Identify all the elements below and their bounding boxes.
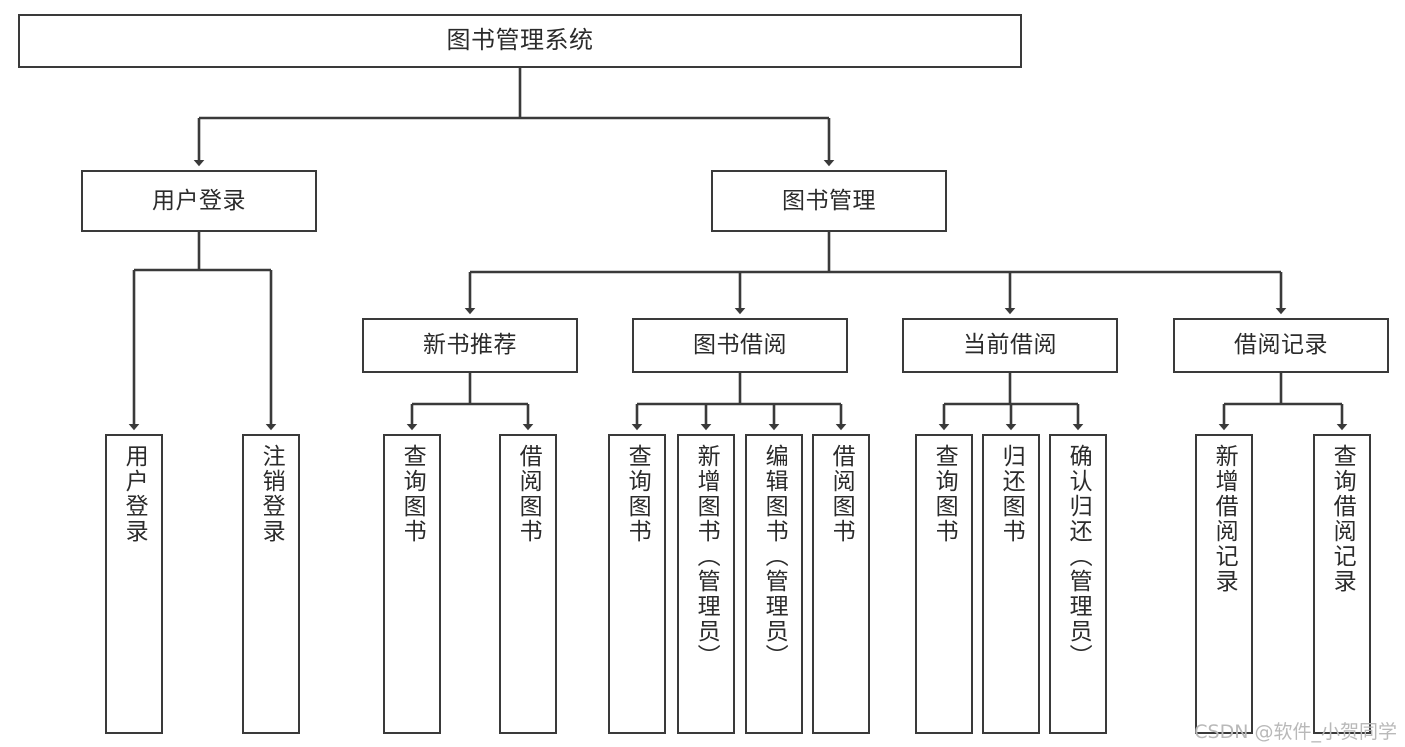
- leaf-label: 借阅图书: [828, 444, 855, 544]
- leaf-label: 确认归还（管理员）: [1065, 444, 1092, 669]
- node-root[interactable]: 图书管理系统: [18, 14, 1022, 68]
- leaf-current-return-book[interactable]: 归还图书: [982, 434, 1040, 734]
- leaf-borrow-edit-book-admin[interactable]: 编辑图书（管理员）: [745, 434, 803, 734]
- leaf-recommend-borrow-book[interactable]: 借阅图书: [499, 434, 557, 734]
- node-root-label: 图书管理系统: [446, 26, 594, 55]
- leaf-user-login-do-login[interactable]: 用户登录: [105, 434, 163, 734]
- leaf-label: 查询图书: [624, 444, 651, 544]
- leaf-label: 查询借阅记录: [1329, 444, 1356, 594]
- leaf-label: 查询图书: [399, 444, 426, 544]
- leaf-label: 编辑图书（管理员）: [761, 444, 788, 669]
- leaf-label: 查询图书: [931, 444, 958, 544]
- node-user-login-label: 用户登录: [152, 187, 246, 214]
- leaf-record-add-record[interactable]: 新增借阅记录: [1195, 434, 1253, 734]
- leaf-user-login-logout[interactable]: 注销登录: [242, 434, 300, 734]
- node-new-book-recommend[interactable]: 新书推荐: [362, 318, 578, 373]
- node-book-borrow[interactable]: 图书借阅: [632, 318, 848, 373]
- leaf-label: 注销登录: [258, 444, 285, 544]
- leaf-current-query-book[interactable]: 查询图书: [915, 434, 973, 734]
- leaf-borrow-query-book[interactable]: 查询图书: [608, 434, 666, 734]
- node-book-management[interactable]: 图书管理: [711, 170, 947, 232]
- leaf-label: 借阅图书: [515, 444, 542, 544]
- leaf-borrow-add-book-admin[interactable]: 新增图书（管理员）: [677, 434, 735, 734]
- node-user-login[interactable]: 用户登录: [81, 170, 317, 232]
- leaf-record-query-record[interactable]: 查询借阅记录: [1313, 434, 1371, 734]
- leaf-label: 用户登录: [121, 444, 148, 544]
- node-current-borrow-label: 当前借阅: [963, 332, 1057, 359]
- node-borrow-record-label: 借阅记录: [1234, 332, 1328, 359]
- leaf-borrow-borrow-book[interactable]: 借阅图书: [812, 434, 870, 734]
- leaf-current-confirm-return-admin[interactable]: 确认归还（管理员）: [1049, 434, 1107, 734]
- node-book-borrow-label: 图书借阅: [693, 332, 787, 359]
- leaf-recommend-query-book[interactable]: 查询图书: [383, 434, 441, 734]
- leaf-label: 新增图书（管理员）: [693, 444, 720, 669]
- node-new-book-recommend-label: 新书推荐: [423, 332, 517, 359]
- node-book-management-label: 图书管理: [782, 187, 876, 214]
- node-borrow-record[interactable]: 借阅记录: [1173, 318, 1389, 373]
- leaf-label: 新增借阅记录: [1211, 444, 1238, 594]
- watermark: CSDN @软件_小贺同学: [1194, 721, 1397, 743]
- node-current-borrow[interactable]: 当前借阅: [902, 318, 1118, 373]
- leaf-label: 归还图书: [998, 444, 1025, 544]
